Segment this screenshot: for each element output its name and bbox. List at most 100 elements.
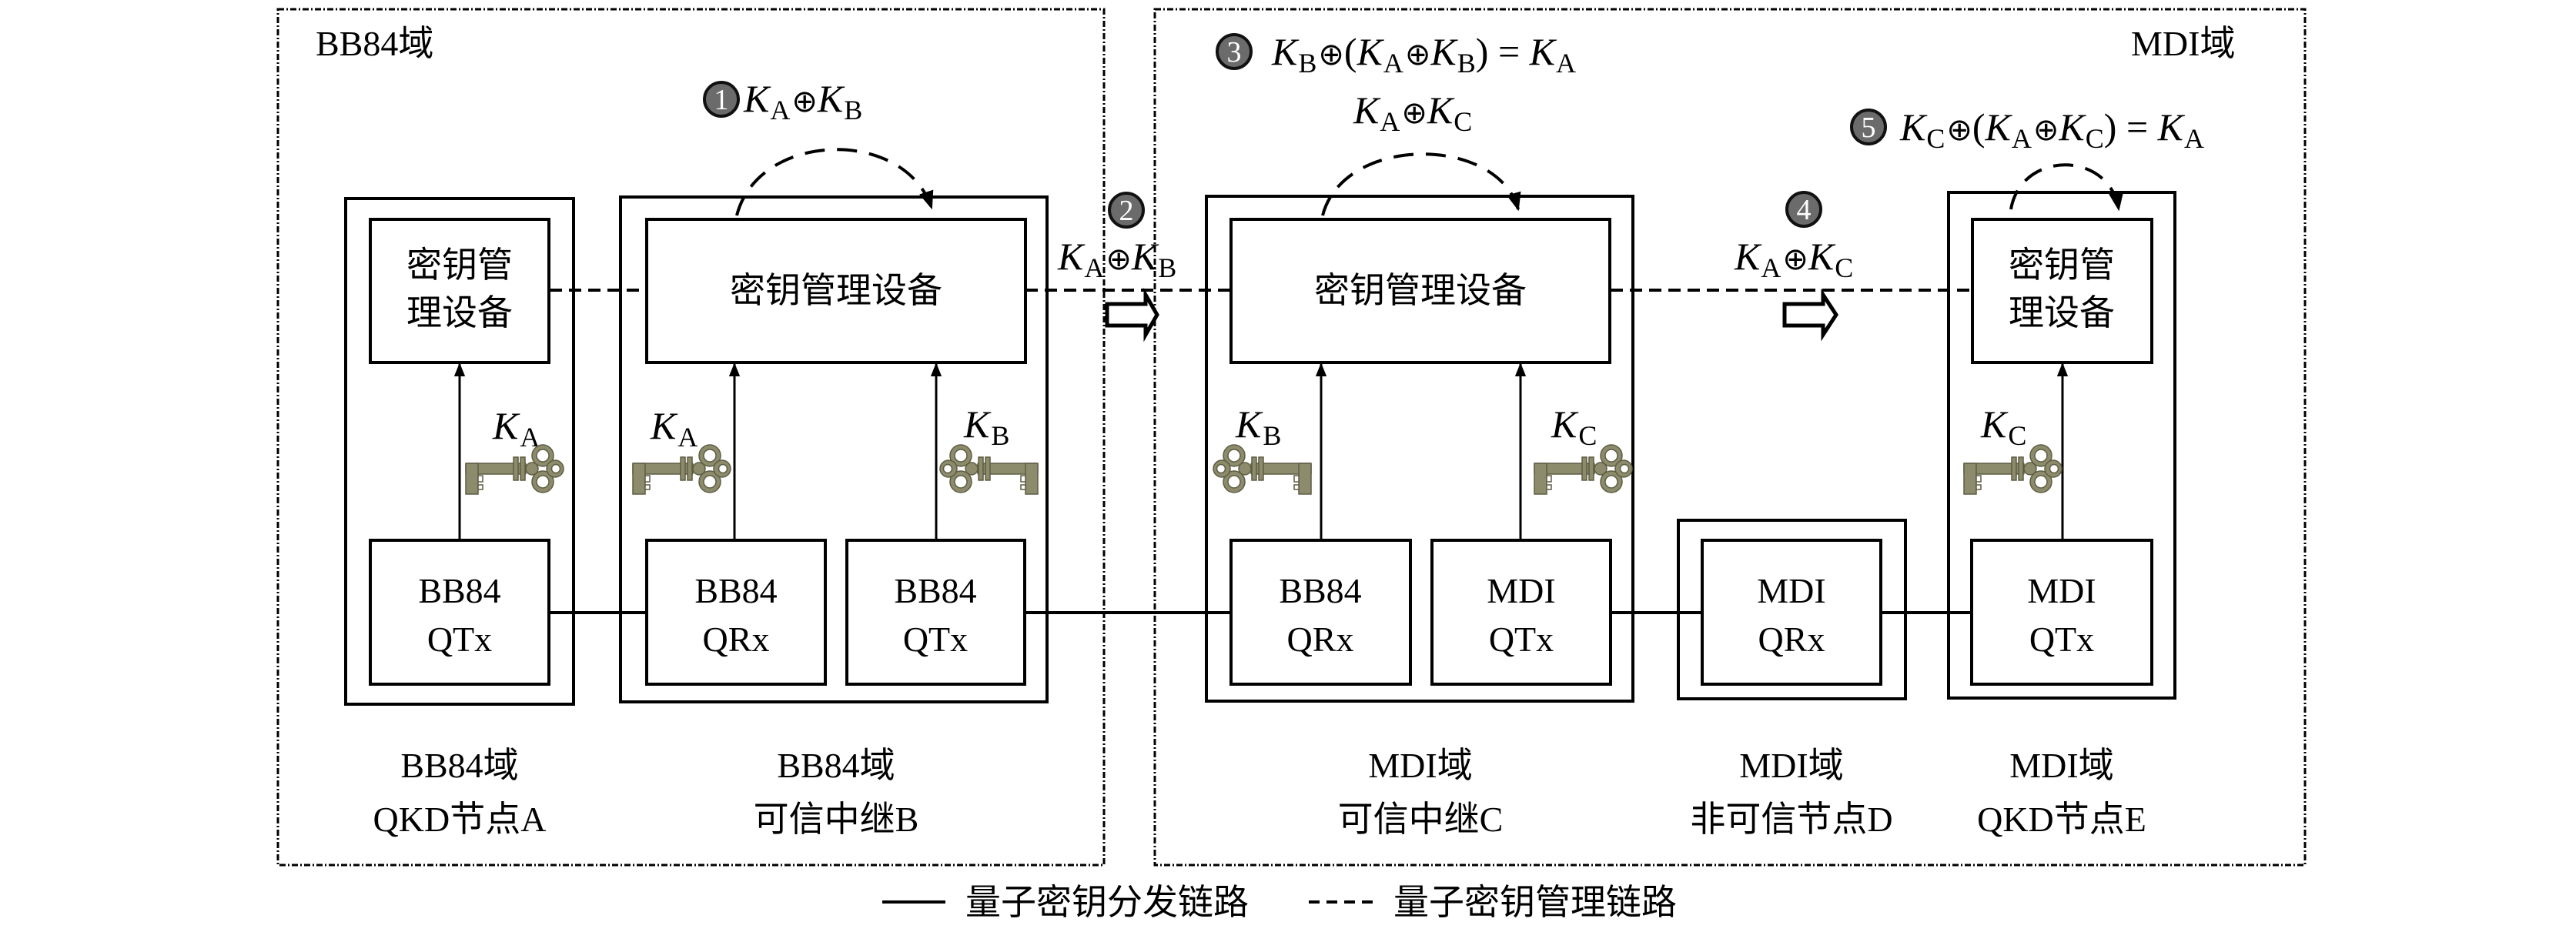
step-badge-2	[1108, 192, 1145, 229]
key-icon	[1534, 444, 1633, 495]
node-d: MDI QRx	[1677, 519, 1907, 700]
formula-subscript: C	[1454, 106, 1472, 137]
node-a-km-label-line1: 密钥管	[406, 246, 513, 285]
formula-variable: K	[1430, 30, 1458, 73]
formula-variable: K	[1427, 89, 1455, 132]
key-icon	[1963, 444, 2062, 495]
node-a-key-label-0: KA	[492, 404, 540, 453]
step-3-arc	[1321, 152, 1521, 216]
step-badge-2-number: 2	[1119, 195, 1134, 227]
key-icon	[465, 444, 564, 495]
node-b-module-1-line1: BB84	[894, 571, 976, 610]
formula-parenthesis: (	[1344, 30, 1357, 73]
formula-equals: =	[1488, 30, 1529, 73]
step-badge-3	[1216, 33, 1253, 70]
node-d-caption-line2: 非可信节点D	[1690, 800, 1892, 839]
step-2-formula: KA⊕KB	[1057, 235, 1176, 283]
node-d-caption-line1: MDI域	[1739, 746, 1843, 785]
node-b-module-0-line2: QRx	[703, 620, 770, 659]
formula-subscript: C	[1926, 123, 1945, 154]
formula-variable: K	[743, 77, 771, 120]
node-d-module-0-line1: MDI	[1757, 571, 1825, 610]
node-a-key-management-device	[369, 218, 550, 364]
node-b-module-0	[645, 539, 827, 686]
formula-subscript: A	[2184, 123, 2204, 154]
formula-subscript: A	[1761, 252, 1781, 283]
formula-variable: K	[1057, 235, 1086, 278]
formula-variable: K	[2157, 105, 2186, 149]
formula-variable: K	[1985, 105, 2013, 149]
node-e-module-0-line2: QTx	[2029, 620, 2094, 659]
node-d-outline	[1677, 519, 1907, 700]
formula-xor-operator: ⊕	[1405, 37, 1431, 72]
node-c-caption-line2: 可信中继C	[1338, 800, 1504, 839]
bb84-domain-border	[276, 8, 1106, 867]
formula-subscript: A	[1380, 106, 1400, 137]
formula-xor-operator: ⊕	[1946, 112, 1972, 148]
node-a-module-0-line1: BB84	[418, 571, 500, 610]
node-a-caption-line1: BB84域	[400, 746, 518, 785]
step-badge-5	[1850, 109, 1887, 145]
step-3: 3 KB⊕(KA⊕KB) = KA	[1216, 30, 1576, 79]
step-5: 5 KC⊕(KA⊕KC) = KA	[1850, 105, 2204, 154]
step-badge-1-number: 1	[714, 84, 729, 116]
transfer-arrow-c-to-e	[1782, 288, 1838, 342]
formula-xor-operator: ⊕	[1782, 242, 1808, 277]
formula-subscript: B	[1457, 48, 1476, 79]
node-e: 密钥管 理设备 MDI QTx KC	[1947, 191, 2176, 700]
node-b-module-0-line1: BB84	[694, 571, 777, 610]
node-c-module-0-line2: QRx	[1287, 620, 1354, 659]
step-4-formula: KA⊕KC	[1734, 235, 1853, 283]
node-c-key-label-0: KB	[1235, 403, 1281, 451]
node-e-outline	[1947, 191, 2176, 700]
node-b-key-management-device	[645, 218, 1027, 364]
node-e-km-label-line2: 理设备	[2009, 293, 2115, 332]
step-5-arc	[2009, 163, 2124, 212]
node-c-outline	[1205, 195, 1634, 703]
step-3-formula: KB⊕(KA⊕KB) = KA	[1271, 30, 1576, 79]
legend: 量子密钥分发链路 量子密钥管理链路	[882, 883, 1677, 922]
node-c-module-0	[1229, 539, 1412, 686]
step-1-formula: KA⊕KB	[743, 77, 862, 125]
node-b-km-label: 密钥管理设备	[730, 271, 942, 310]
node-c-module-1-line2: QTx	[1489, 620, 1554, 659]
node-b-caption-line2: 可信中继B	[754, 800, 919, 839]
relay-c-combined-key: KA⊕KC	[1353, 89, 1472, 137]
step-badge-5-number: 5	[1862, 112, 1876, 144]
step-1: 1 KA⊕KB	[703, 77, 862, 125]
transfer-arrow-b-to-c	[1105, 287, 1159, 342]
formula-variable: K	[2058, 105, 2086, 149]
node-c-key-label-1: KC	[1551, 403, 1597, 451]
formula-variable: K	[1899, 105, 1928, 149]
step-4: 4 KA⊕KC	[1734, 191, 1853, 283]
node-e-caption-line2: QKD节点E	[1977, 800, 2146, 839]
node-a-module-0	[369, 539, 550, 686]
node-a-module-0-line2: QTx	[427, 620, 492, 659]
formula-xor-operator: ⊕	[1401, 95, 1427, 131]
step-badge-4-number: 4	[1797, 194, 1812, 226]
formula-variable: K	[1131, 235, 1159, 278]
node-e-caption-line1: MDI域	[2009, 746, 2113, 785]
key-icon	[939, 444, 1039, 495]
formula-subscript: A	[1383, 48, 1403, 79]
step-badge-1	[703, 81, 740, 118]
node-b-module-1	[845, 539, 1026, 686]
legend-dashed-label: 量子密钥管理链路	[1393, 883, 1677, 922]
formula-subscript: B	[1298, 48, 1316, 79]
node-c-module-0-line1: BB84	[1279, 571, 1361, 610]
node-b-outline	[619, 195, 1049, 703]
node-c-key-management-device	[1229, 218, 1611, 364]
bb84-domain-label: BB84域	[316, 24, 433, 63]
formula-subscript: A	[2012, 123, 2032, 154]
formula-equals: =	[2116, 105, 2157, 149]
mdi-domain-label: MDI域	[2131, 24, 2235, 63]
formula-variable: K	[1734, 235, 1762, 278]
formula-variable: K	[1271, 30, 1300, 73]
node-b-module-1-line2: QTx	[903, 620, 968, 659]
node-a-caption-line2: QKD节点A	[373, 800, 547, 839]
formula-variable: K	[1357, 30, 1385, 73]
node-c: 密钥管理设备 BB84 QRx MDI QTx KB KC	[1205, 195, 1634, 703]
formula-subscript: C	[2086, 123, 2104, 154]
formula-parenthesis: (	[1972, 105, 1986, 149]
